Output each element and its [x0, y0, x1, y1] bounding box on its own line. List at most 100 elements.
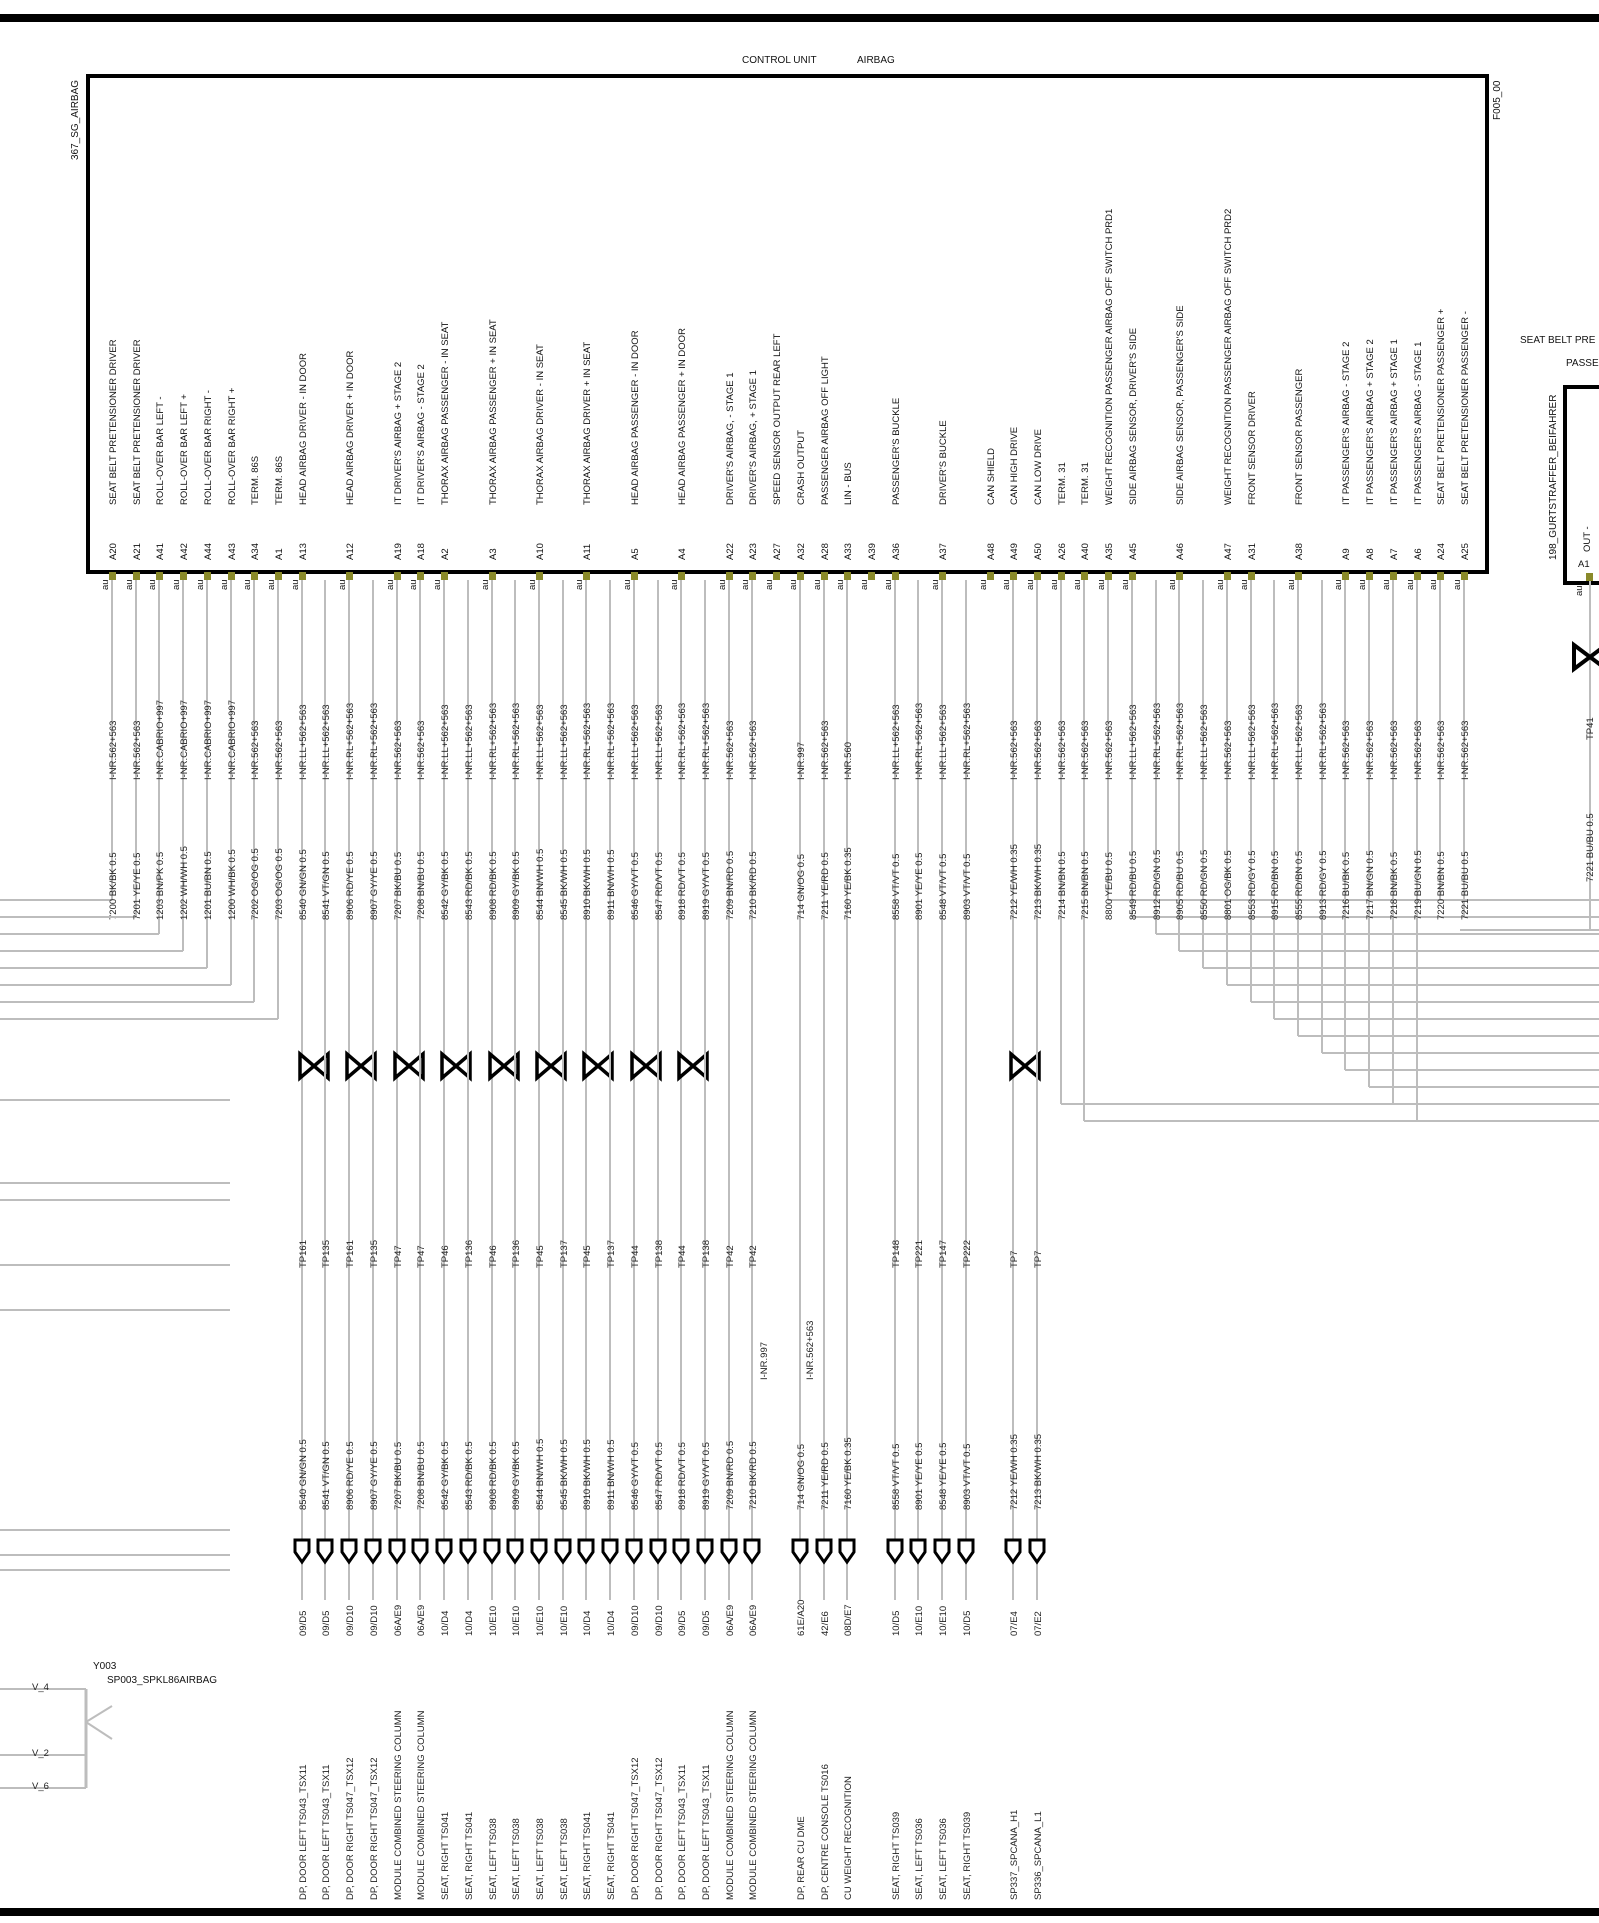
wire-hop-symbol	[440, 1050, 472, 1082]
wire-label: 7208 BN/BU 0.5	[416, 851, 427, 920]
terminal-au: au	[1381, 579, 1392, 590]
connector-label: I-NR.LL+562+563	[559, 704, 570, 780]
pin-column: IT PASSENGER'S AIRBAG + STAGE 2A8auI-NR.…	[1357, 339, 1599, 1088]
pin-function-label: TERM. 31	[1080, 462, 1091, 505]
connector-label: I-NR.562+563	[1104, 721, 1115, 780]
pin-function-label: CRASH OUTPUT	[796, 430, 807, 505]
pin-function-label: SIDE AIRBAG SENSOR, DRIVER'S SIDE	[1128, 328, 1139, 505]
destination-label: SP337_SPCANA_H1	[1009, 1810, 1020, 1900]
detached-connector-1: I-NR.997	[759, 1342, 770, 1380]
pin-column: IT DRIVER'S AIRBAG + STAGE 2A19auI-NR.56…	[385, 362, 425, 1900]
wire-label: 7216 BU/BK 0.5	[1341, 852, 1352, 920]
terminal-au: au	[147, 579, 158, 590]
terminal-au: au	[1428, 579, 1439, 590]
pin-function-label: HEAD AIRBAG DRIVER - IN DOOR	[298, 353, 309, 505]
pin-function-label: HEAD AIRBAG PASSENGER + IN DOOR	[677, 328, 688, 505]
pin-terminal	[251, 572, 258, 580]
location-code: 09/D10	[369, 1605, 380, 1636]
pin-terminal	[394, 572, 401, 580]
terminal-au: au	[1215, 579, 1226, 590]
connector-arrow	[293, 1538, 311, 1565]
connector-arrow	[435, 1538, 453, 1565]
connector-label: I-NR.562+563	[1436, 721, 1447, 780]
location-code: 08D/E7	[843, 1604, 854, 1636]
right-component-id: 198_GURTSTRAFFER_BEIFAHRER	[1548, 395, 1559, 560]
test-point-label: TP221	[914, 1240, 925, 1268]
pin-terminal	[1248, 572, 1255, 580]
right-component-box	[1563, 385, 1599, 585]
pin-number: A38	[1294, 543, 1305, 560]
connector-label: I-NR.562+563	[1389, 721, 1400, 780]
pin-function-label: SIDE AIRBAG SENSOR, PASSENGER'S SIDE	[1175, 305, 1186, 505]
connector-label: I-NR.CABRIO+997	[203, 700, 214, 780]
pin-column: FRONT SENSOR DRIVERA31auI-NR.LL+562+5638…	[1239, 391, 1599, 1003]
pin-function-label: IT PASSENGER'S AIRBAG - STAGE 1	[1413, 342, 1424, 505]
test-point-label: TP42	[725, 1245, 736, 1268]
terminal-au: au	[1072, 579, 1083, 590]
pin-terminal	[1414, 572, 1421, 580]
dest-wire-label: 8545 BK/WH 0.5	[559, 1439, 570, 1510]
test-point-label: TP44	[677, 1245, 688, 1268]
pin-number: A7	[1389, 548, 1400, 560]
connector-label: I-NR.RL+562+563	[511, 703, 522, 780]
airbag-control-unit-box	[86, 74, 1489, 574]
destination-label: SEAT, RIGHT TS039	[891, 1812, 902, 1900]
pin-terminal	[1176, 572, 1183, 580]
right-component-au: au	[1574, 585, 1585, 596]
destination-label: DP, DOOR LEFT TS043_TSX11	[321, 1764, 332, 1900]
terminal-au: au	[1167, 579, 1178, 590]
connector-label: I-NR.RL+562+563	[1152, 703, 1163, 780]
pin-column: HEAD AIRBAG DRIVER + IN DOORA12auI-NR.RL…	[337, 350, 377, 1900]
connector-arrow	[933, 1538, 951, 1565]
frame-bottom-bar	[0, 1908, 1599, 1916]
wire-hop-symbol	[677, 1050, 709, 1082]
destination-label: DP, DOOR RIGHT TS047_TSX12	[654, 1757, 665, 1900]
connector-arrow	[530, 1538, 548, 1565]
pin-layer: SEAT BELT PRETENSIONER DRIVERA20auI-NR.5…	[0, 209, 1599, 1900]
wire-label: 7201 YE/YE 0.5	[132, 853, 143, 920]
pin-column: SEAT BELT PRETENSIONER DRIVERA20auI-NR.5…	[0, 339, 119, 920]
location-code: 10/E10	[938, 1606, 949, 1636]
pin-number: A20	[108, 543, 119, 560]
dest-wire-label: 8909 GY/BK 0.5	[511, 1441, 522, 1510]
connector-arrow	[388, 1538, 406, 1565]
pin-terminal	[536, 572, 543, 580]
pin-terminal	[156, 572, 163, 580]
right-component-tp: TP41	[1585, 717, 1596, 740]
test-point-label: TP7	[1009, 1251, 1020, 1268]
location-code: 07/E2	[1033, 1611, 1044, 1636]
dest-wire-label: 7209 BN/RD 0.5	[725, 1441, 736, 1510]
pin-column: IT PASSENGER'S AIRBAG + STAGE 1A7auI-NR.…	[1381, 339, 1599, 1105]
pin-terminal	[299, 572, 306, 580]
connector-arrow	[886, 1538, 904, 1565]
wire-label: 8540 GN/GN 0.5	[298, 849, 309, 920]
test-point-label: TP138	[654, 1240, 665, 1268]
destination-label: DP, DOOR RIGHT TS047_TSX12	[630, 1757, 641, 1900]
terminal-au: au	[337, 579, 348, 590]
connector-arrow	[364, 1538, 382, 1565]
wire-label: 8913 RD/GY 0.5	[1318, 850, 1329, 920]
pin-number: A12	[345, 543, 356, 560]
pin-column: WEIGHT RECOGNITION PASSENGER AIRBAG OFF …	[1096, 209, 1599, 920]
connector-label: I-NR.LL+562+563	[1199, 704, 1210, 780]
connector-label: I-NR.LL+562+563	[464, 704, 475, 780]
wire-label: 1203 BN/PK 0.5	[155, 852, 166, 920]
destination-label: SEAT, LEFT TS036	[914, 1818, 925, 1900]
splice-diag-1	[85, 1705, 113, 1723]
pin-number: A6	[1413, 548, 1424, 560]
pin-number: A19	[393, 543, 404, 560]
connector-label: I-NR.LL+562+563	[321, 704, 332, 780]
terminal-au: au	[432, 579, 443, 590]
wire-label: 8546 GY/VT 0.5	[630, 852, 641, 920]
connector-label: I-NR.562+563	[1223, 721, 1234, 780]
pin-function-label: FRONT SENSOR PASSENGER	[1294, 368, 1305, 505]
connector-label: I-NR.RL+562+563	[1175, 703, 1186, 780]
dest-wire-label: 8541 VT/GN 0.5	[321, 1441, 332, 1510]
pin-terminal	[583, 572, 590, 580]
